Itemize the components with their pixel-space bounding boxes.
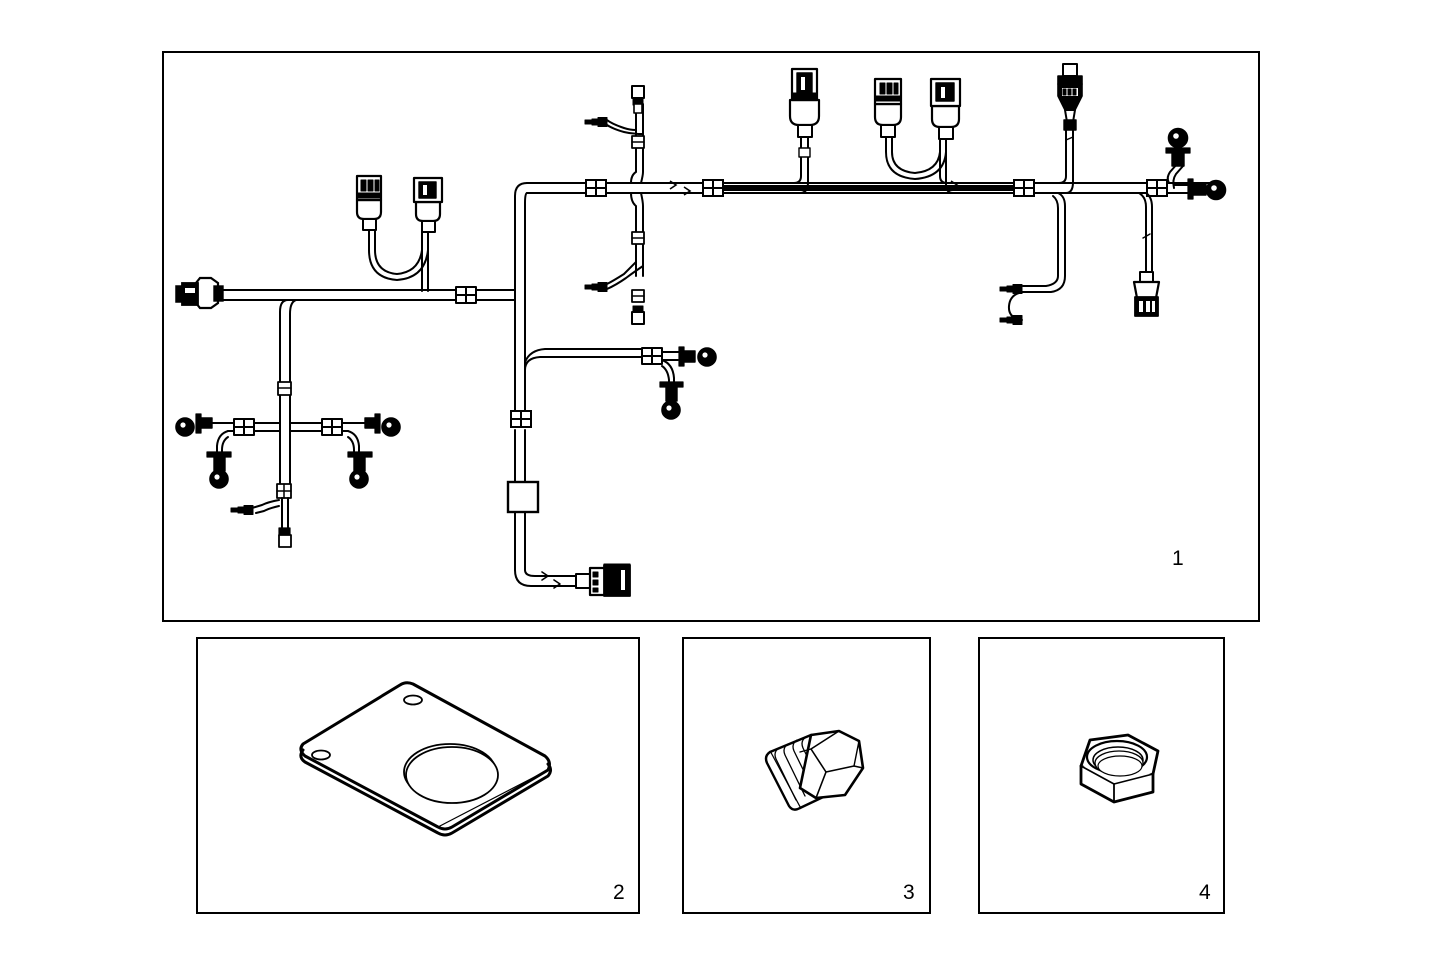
panel-2-number: 2 [613,881,625,904]
panel-1-frame [162,51,1260,622]
panel-4-number: 4 [1199,881,1211,904]
panel-3-number: 3 [903,881,915,904]
panel-4-frame [978,637,1225,914]
panel-2-frame [196,637,640,914]
panel-3-frame [682,637,931,914]
panel-1-number: 1 [1172,547,1184,570]
